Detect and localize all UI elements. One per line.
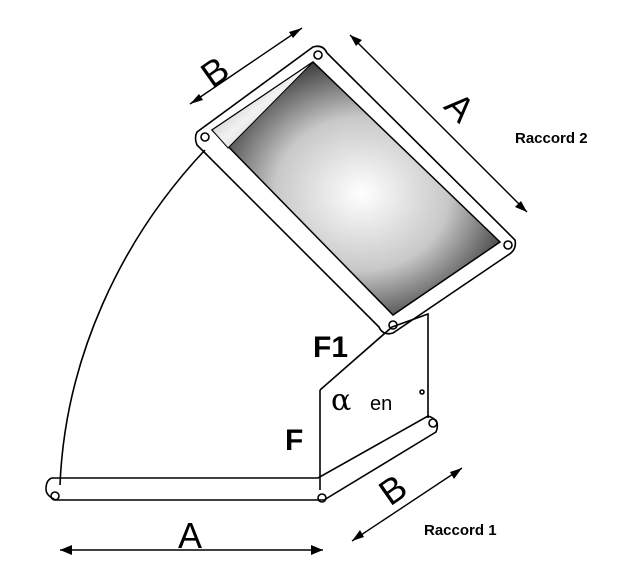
label-b-top: B (193, 48, 236, 95)
label-f1: F1 (313, 331, 348, 364)
dimension-arrow-a-bottom (60, 545, 323, 555)
small-marker (419, 389, 425, 395)
label-alpha: α (331, 383, 351, 418)
label-raccord-1: Raccord 1 (424, 522, 497, 539)
flange-hole (50, 491, 60, 501)
elbow-outer-arc (59, 149, 206, 486)
label-en: en (370, 393, 392, 415)
duct-inner-wall (211, 61, 314, 149)
dimension-arrow-b-top (189, 27, 303, 105)
label-f: F (285, 424, 303, 457)
label-a-top: A (437, 84, 483, 130)
flange-hole (428, 418, 438, 428)
face-f-top (319, 326, 393, 391)
top-flange (194, 45, 517, 335)
label-raccord-2: Raccord 2 (515, 130, 588, 147)
face-f1-right (391, 312, 429, 418)
label-a-bottom: A (178, 515, 202, 556)
dimension-arrow-b-bottom (351, 467, 463, 542)
flange-hole (317, 493, 327, 503)
flange-hole (503, 240, 513, 250)
label-b-bottom: B (371, 466, 414, 513)
flange-hole (388, 320, 398, 330)
flange-hole (313, 50, 323, 60)
flange-hole (200, 132, 210, 142)
dimension-arrow-a-top (349, 34, 528, 213)
